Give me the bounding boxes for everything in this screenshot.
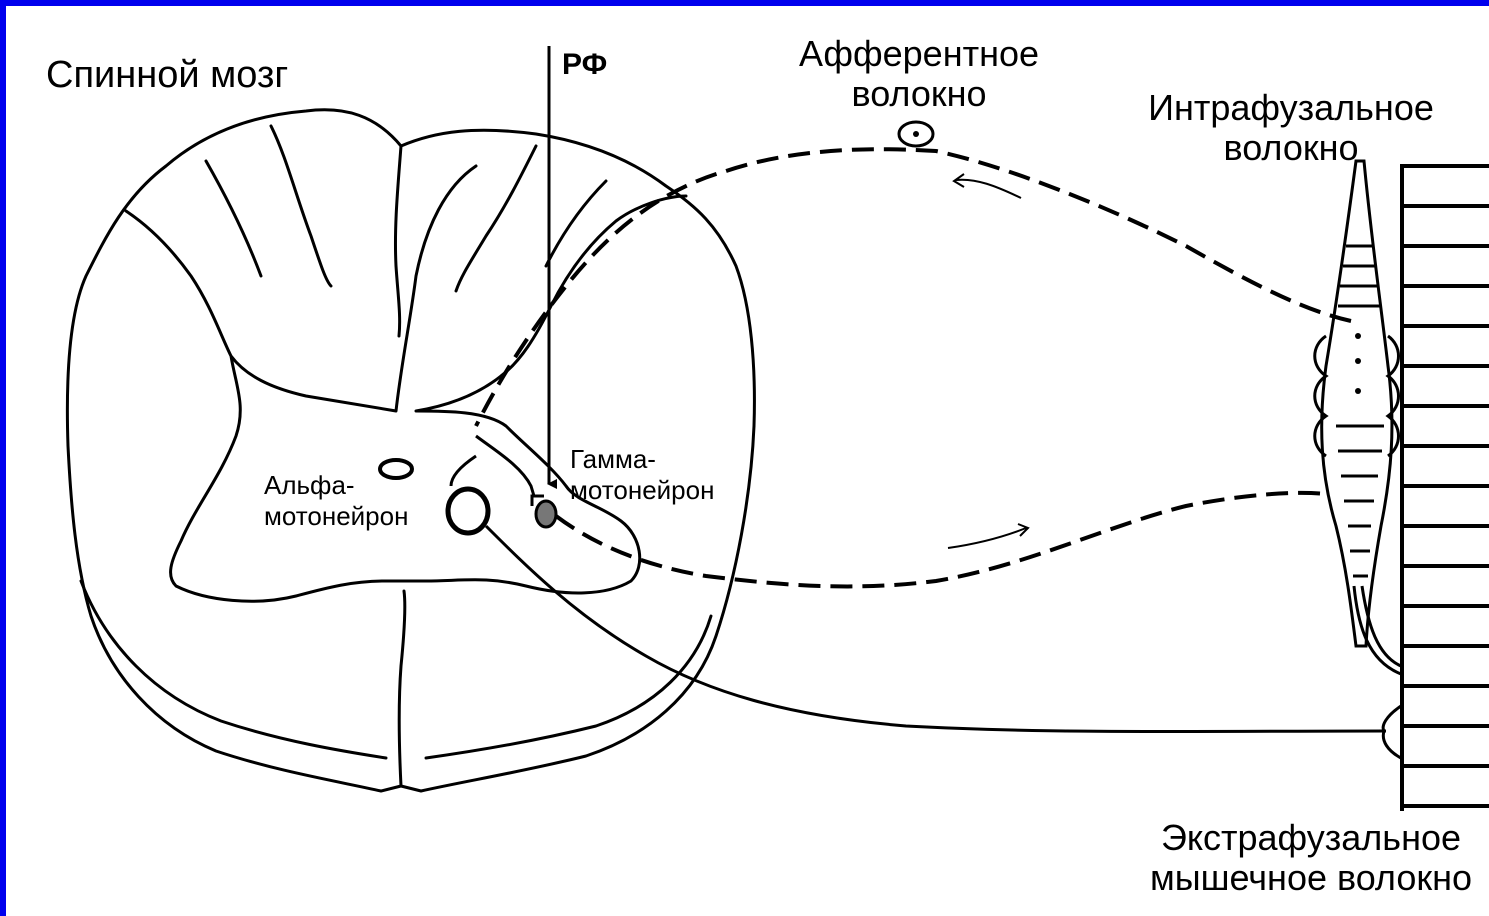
alpha-motoneuron-cell bbox=[448, 489, 488, 533]
muscle-spindle bbox=[1315, 161, 1401, 674]
white-matter-boundary bbox=[81, 581, 711, 758]
spindle-nucleus bbox=[1355, 388, 1361, 394]
extrafusal-fiber-label: Экстрафузальное мышечное волокно bbox=[1136, 818, 1486, 899]
alpha-synapse-line bbox=[451, 456, 476, 486]
intrafusal-fiber-label: Интрафузальное волокно bbox=[1096, 88, 1486, 169]
gamma-motoneuron-cell bbox=[536, 501, 556, 527]
alpha-efferent-path bbox=[486, 526, 1386, 732]
alpha-motoneuron-label-line2: мотонейрон bbox=[264, 501, 408, 532]
afferent-ganglion-nucleus bbox=[913, 131, 919, 137]
afferent-fiber-label-line2: волокно bbox=[754, 74, 1084, 114]
grey-matter-butterfly bbox=[126, 166, 686, 601]
gamma-motoneuron-label-line2: мотонейрон bbox=[570, 475, 714, 506]
extrafusal-fiber-label-line1: Экстрафузальное bbox=[1136, 818, 1486, 858]
afferent-fiber-label-line1: Афферентное bbox=[754, 34, 1084, 74]
rf-label: РФ bbox=[562, 48, 607, 82]
dorsal-horn-left bbox=[206, 126, 331, 286]
dorsal-horn-right bbox=[456, 146, 606, 291]
intrafusal-fiber-label-line1: Интрафузальное bbox=[1096, 88, 1486, 128]
afferent-fiber-label: Афферентное волокно bbox=[754, 34, 1084, 115]
gamma-motoneuron-label: Гамма- мотонейрон bbox=[570, 444, 714, 505]
afferent-fiber-path bbox=[476, 149, 1351, 426]
spinal-cord-label: Спинной мозг bbox=[46, 54, 288, 97]
posterior-median-septum bbox=[395, 146, 401, 336]
diagram-frame: Спинной мозг РФ Афферентное волокно Интр… bbox=[6, 6, 1489, 916]
extrafusal-muscle bbox=[1402, 164, 1489, 811]
alpha-motoneuron-label-line1: Альфа- bbox=[264, 470, 408, 501]
spindle-nucleus bbox=[1355, 333, 1361, 339]
intrafusal-fiber-label-line2: волокно bbox=[1096, 128, 1486, 168]
gamma-motoneuron-label-line1: Гамма- bbox=[570, 444, 714, 475]
afferent-direction-arrow bbox=[954, 174, 1021, 198]
gamma-efferent-path bbox=[556, 493, 1326, 587]
spindle-nucleus bbox=[1355, 358, 1361, 364]
efferent-direction-arrow bbox=[948, 524, 1028, 548]
extrafusal-fiber-label-line2: мышечное волокно bbox=[1136, 858, 1486, 898]
anterior-median-fissure bbox=[399, 591, 405, 786]
alpha-motoneuron-label: Альфа- мотонейрон bbox=[264, 470, 408, 531]
